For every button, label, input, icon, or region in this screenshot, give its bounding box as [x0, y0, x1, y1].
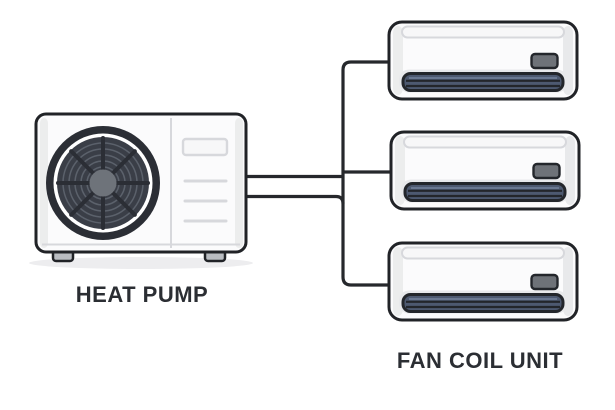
- service-panel-plate: [181, 137, 229, 157]
- heat-pump-left-shading: [40, 118, 48, 248]
- fan-coil-unit-3: [387, 241, 579, 322]
- heat-pump-right-shading: [235, 118, 243, 248]
- heat-pump-illustration: [29, 112, 253, 269]
- refrigerant-pipes: [246, 60, 393, 287]
- fan-hub: [89, 169, 117, 197]
- heat-pump-ground-shadow: [29, 257, 253, 269]
- fan-coil-unit-1: [387, 20, 579, 101]
- pipe-return-line: [246, 194, 345, 204]
- fan-coil-unit-2: [389, 130, 581, 211]
- fan-grille-icon: [46, 126, 160, 240]
- heat-pump-label: HEAT PUMP: [76, 282, 208, 307]
- fan-coil-label: FAN COIL UNIT: [397, 348, 563, 373]
- service-panel-vents: [183, 179, 228, 223]
